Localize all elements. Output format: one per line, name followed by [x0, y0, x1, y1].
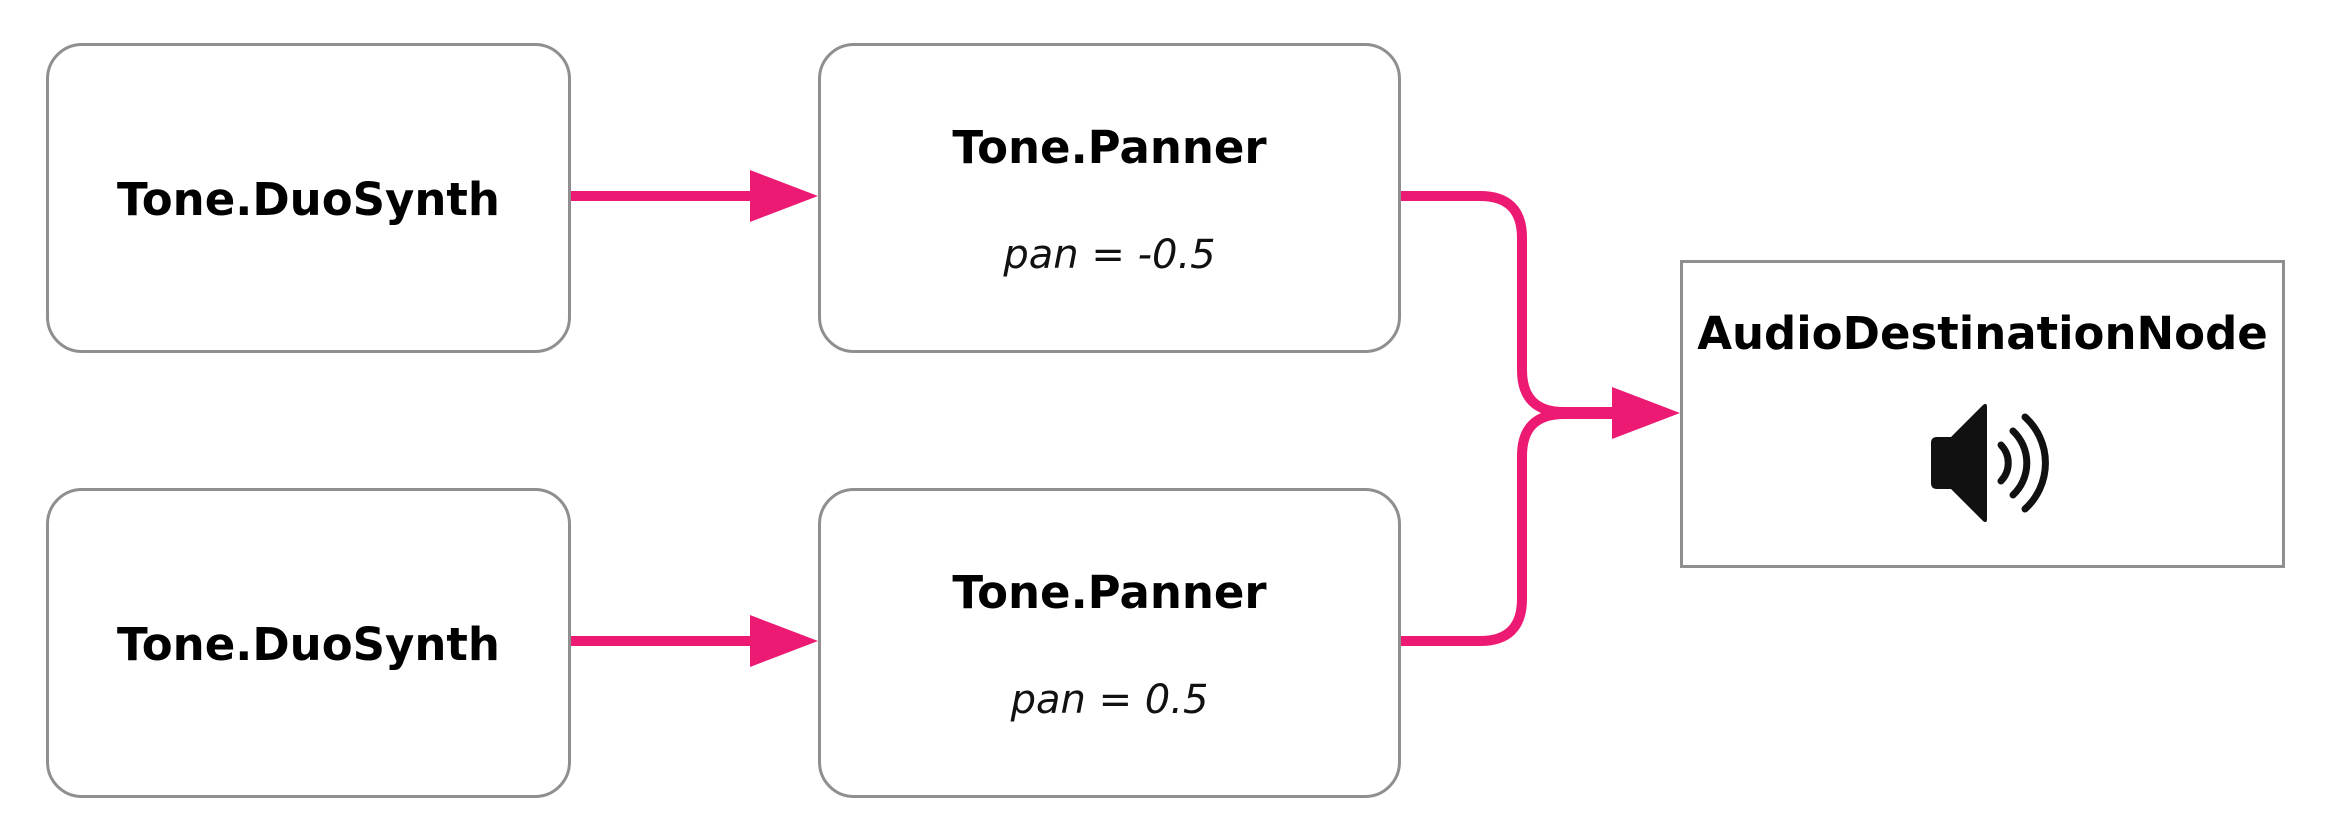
node-title: AudioDestinationNode: [1697, 307, 2268, 360]
node-title: Tone.DuoSynth: [117, 173, 500, 226]
arrowhead-panner2: [750, 615, 818, 667]
node-title: Tone.Panner: [952, 566, 1267, 619]
node-title: Tone.DuoSynth: [117, 618, 500, 671]
speaker-icon: [1931, 403, 2049, 523]
node-title: Tone.Panner: [952, 121, 1267, 174]
node-param-pan: pan = 0.5: [1010, 677, 1209, 723]
node-panner-1[interactable]: Tone.Panner pan = -0.5: [818, 43, 1401, 353]
connection-panner2-to-destination: [1401, 409, 1615, 646]
node-audio-destination[interactable]: AudioDestinationNode: [1680, 260, 2285, 568]
node-param-pan: pan = -0.5: [1003, 232, 1216, 278]
node-panner-2[interactable]: Tone.Panner pan = 0.5: [818, 488, 1401, 798]
arrowhead-panner1: [750, 170, 818, 222]
node-duosynth-1[interactable]: Tone.DuoSynth: [46, 43, 571, 353]
node-duosynth-2[interactable]: Tone.DuoSynth: [46, 488, 571, 798]
connection-panner1-to-destination: [1401, 191, 1615, 417]
arrowhead-destination: [1612, 387, 1680, 439]
